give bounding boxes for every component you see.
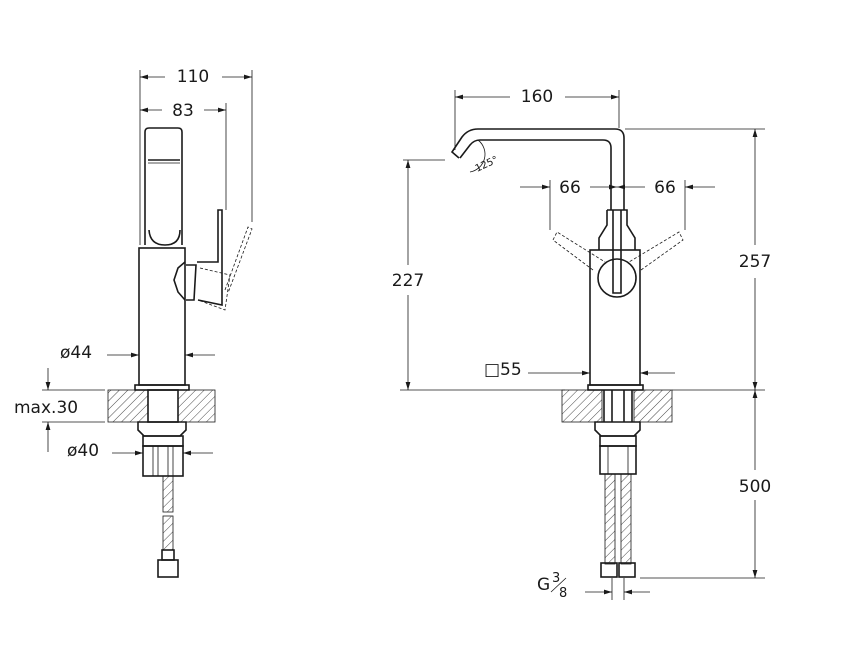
- dimension-d44: ø44: [60, 343, 215, 363]
- dim-spout-reach: 160: [521, 87, 553, 107]
- dimension-thread: G 3 8: [537, 571, 650, 601]
- dim-spout-angle: 125°: [474, 155, 500, 175]
- dim-handle-left: 66: [559, 178, 581, 198]
- dim-thread-denominator: 8: [559, 586, 567, 601]
- dim-body-diameter: ø44: [60, 343, 92, 363]
- dim-max-thickness: max.30: [14, 398, 78, 418]
- dimension-55: □55: [484, 360, 675, 380]
- dim-thread-prefix: G: [537, 575, 550, 595]
- dim-width-spout: 83: [172, 101, 194, 121]
- dim-hose-length: 500: [739, 477, 771, 497]
- dimension-83: 83: [140, 101, 227, 210]
- dim-width-total: 110: [177, 67, 209, 87]
- dimension-d40: ø40: [67, 441, 213, 461]
- dimension-160: 160: [454, 87, 620, 150]
- front-view: 125° 160 66: [392, 87, 771, 601]
- dimension-110: 110: [139, 67, 253, 245]
- dim-thread-numerator: 3: [552, 571, 560, 586]
- dimension-66-66: 66 66: [520, 178, 715, 230]
- dim-hole-diameter: ø40: [67, 441, 99, 461]
- dim-base-square: □55: [484, 360, 522, 380]
- dim-spout-height: 227: [392, 271, 424, 291]
- dimension-500: 500: [640, 390, 771, 579]
- faucet-front-body: 125°: [450, 128, 684, 578]
- dimension-257: 257: [625, 128, 771, 391]
- side-view: 110 83 ø44 max.30 ø40: [14, 67, 253, 578]
- faucet-side-body: [107, 127, 253, 578]
- dimension-max30: max.30: [14, 368, 105, 452]
- dimension-227: 227: [392, 159, 565, 391]
- dim-total-height: 257: [739, 252, 771, 272]
- dim-handle-right: 66: [654, 178, 676, 198]
